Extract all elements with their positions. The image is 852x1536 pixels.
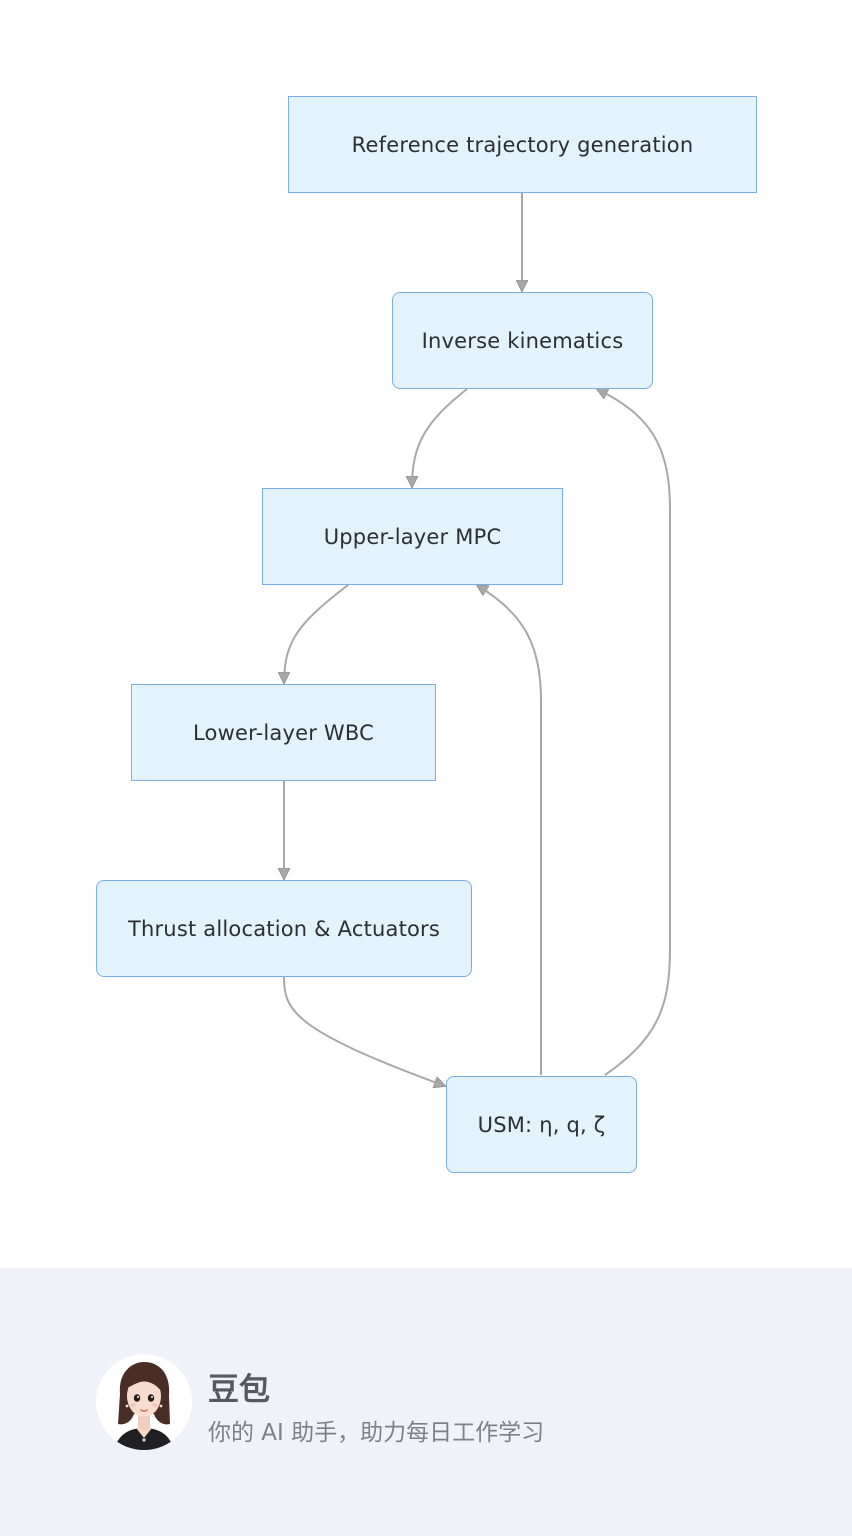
flowchart-canvas: Reference trajectory generation Inverse … [0, 96, 757, 1268]
edge-usm-to-ik [597, 389, 671, 1076]
node-inverse-kinematics-label: Inverse kinematics [421, 328, 624, 353]
edge-usm-to-mpc [477, 585, 542, 1075]
node-reference-trajectory: Reference trajectory generation [288, 96, 757, 193]
branding-footer: 豆包 你的 AI 助手，助力每日工作学习 [0, 1268, 852, 1536]
node-lower-wbc-label: Lower-layer WBC [193, 720, 374, 745]
brand-name: 豆包 [208, 1372, 270, 1408]
edge-ik-to-mpc [412, 388, 468, 487]
node-usm: USM: η, q, ζ [446, 1076, 637, 1173]
node-inverse-kinematics: Inverse kinematics [392, 292, 653, 389]
node-thrust-allocation-label: Thrust allocation & Actuators [127, 916, 441, 941]
node-upper-mpc-label: Upper-layer MPC [323, 524, 502, 549]
edge-thrust-to-usm [283, 976, 445, 1086]
node-thrust-allocation: Thrust allocation & Actuators [96, 880, 472, 977]
node-upper-mpc: Upper-layer MPC [262, 488, 563, 585]
flowchart-edges [0, 193, 671, 1268]
node-reference-trajectory-label: Reference trajectory generation [351, 132, 694, 157]
node-lower-wbc: Lower-layer WBC [131, 684, 436, 781]
brand-tagline: 你的 AI 助手，助力每日工作学习 [208, 1420, 545, 1446]
node-usm-label: USM: η, q, ζ [477, 1112, 606, 1137]
edge-mpc-to-wbc [284, 584, 349, 683]
assistant-avatar-icon [96, 1354, 192, 1450]
